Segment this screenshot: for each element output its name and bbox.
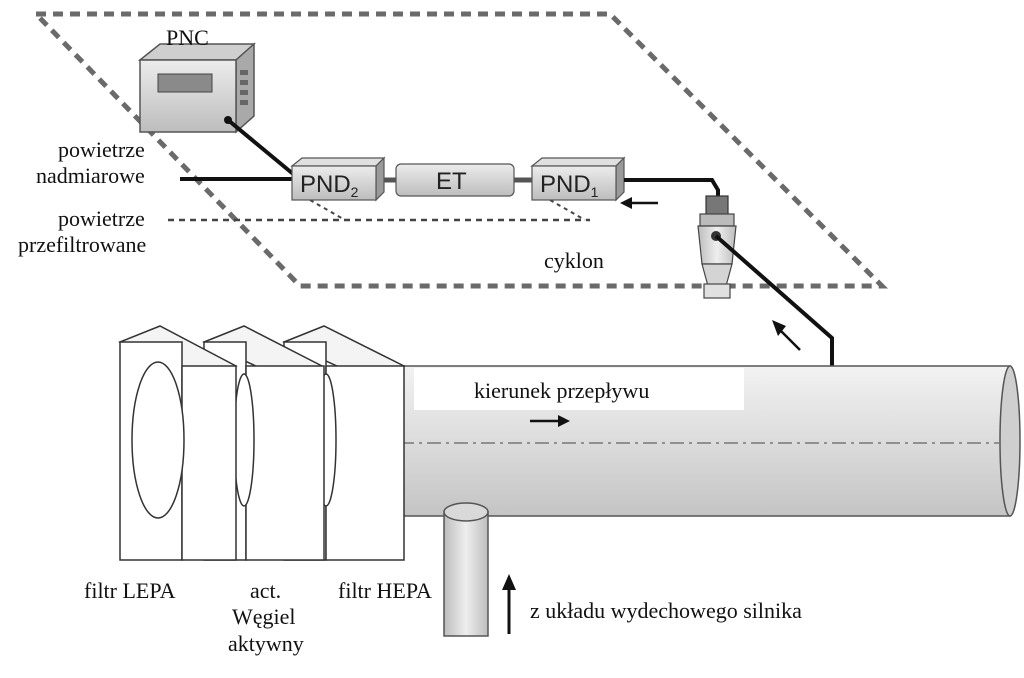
- platform-outline: [30, 11, 889, 289]
- pnd2-box: [290, 156, 386, 202]
- flow-label-band: [414, 368, 744, 410]
- pnc-device: [137, 42, 256, 134]
- sample-line: [624, 178, 720, 200]
- filter-hepa-label: filtr HEPA: [338, 578, 432, 603]
- carbon-label-3: aktywny: [228, 631, 304, 656]
- pnd1-label: PND1: [540, 171, 599, 200]
- pnc-label: PNC: [166, 25, 209, 50]
- pnd1-box: [530, 156, 626, 202]
- excess-air-label-2: nadmiarowe: [36, 163, 145, 188]
- cyclone: [697, 195, 737, 299]
- cyclone-label: cyklon: [544, 248, 604, 273]
- carbon-label-1: act.: [250, 578, 281, 603]
- inlet-pipe: [443, 502, 489, 637]
- flow-arrow-up: [779, 329, 801, 351]
- exhaust-source-label: z układu wydechowego silnika: [530, 598, 802, 623]
- filter-lepa: [118, 325, 238, 561]
- pnc-cable: [226, 118, 300, 180]
- flow-direction-label: kierunek przepływu: [474, 378, 649, 403]
- excess-air-label-1: powietrze: [58, 137, 145, 162]
- filtered-air-label-1: powietrze: [58, 206, 145, 231]
- pnd2-label: PND2: [300, 171, 359, 200]
- et-label: ET: [436, 168, 467, 195]
- filtered-air-label-2: przefiltrowane: [18, 232, 146, 257]
- filter-lepa-label: filtr LEPA: [84, 578, 176, 603]
- carbon-label-2: Węgiel: [232, 604, 296, 629]
